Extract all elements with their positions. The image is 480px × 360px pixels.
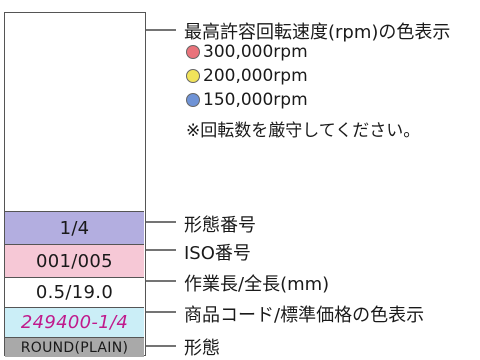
iso-number-label: ISO番号 xyxy=(184,243,251,264)
red-circle-icon xyxy=(186,45,200,59)
product-code-band: 249400-1/4 xyxy=(5,307,144,337)
legend-item-200k: 200,000rpm xyxy=(186,66,308,86)
length-value: 0.5/19.0 xyxy=(35,282,114,303)
blue-circle-icon xyxy=(186,93,200,107)
legend-label: 150,000rpm xyxy=(203,90,308,110)
legend-label: 200,000rpm xyxy=(203,66,308,86)
shape-number-value: 1/4 xyxy=(59,217,90,239)
shape-number-band: 1/4 xyxy=(5,211,144,244)
yellow-circle-icon xyxy=(186,69,200,83)
shape-value: ROUND(PLAIN) xyxy=(20,339,129,356)
product-code-value: 249400-1/4 xyxy=(20,312,129,333)
length-label: 作業長/全長(mm) xyxy=(184,274,330,295)
iso-number-value: 001/005 xyxy=(36,250,113,272)
shape-number-label: 形態番号 xyxy=(184,215,256,236)
length-band: 0.5/19.0 xyxy=(5,277,144,307)
rpm-note: ※回転数を厳守してください。 xyxy=(186,121,421,141)
legend-item-150k: 150,000rpm xyxy=(186,90,308,110)
legend-item-300k: 300,000rpm xyxy=(186,42,308,62)
iso-number-band: 001/005 xyxy=(5,244,144,277)
spec-card: 1/4 001/005 0.5/19.0 249400-1/4 ROUND(PL… xyxy=(4,12,146,357)
product-code-label: 商品コード/標準価格の色表示 xyxy=(184,305,425,326)
rpm-title: 最高許容回転速度(rpm)の色表示 xyxy=(184,22,451,43)
shape-label: 形態 xyxy=(184,338,220,359)
legend-label: 300,000rpm xyxy=(203,42,308,62)
shape-band: ROUND(PLAIN) xyxy=(5,337,144,357)
